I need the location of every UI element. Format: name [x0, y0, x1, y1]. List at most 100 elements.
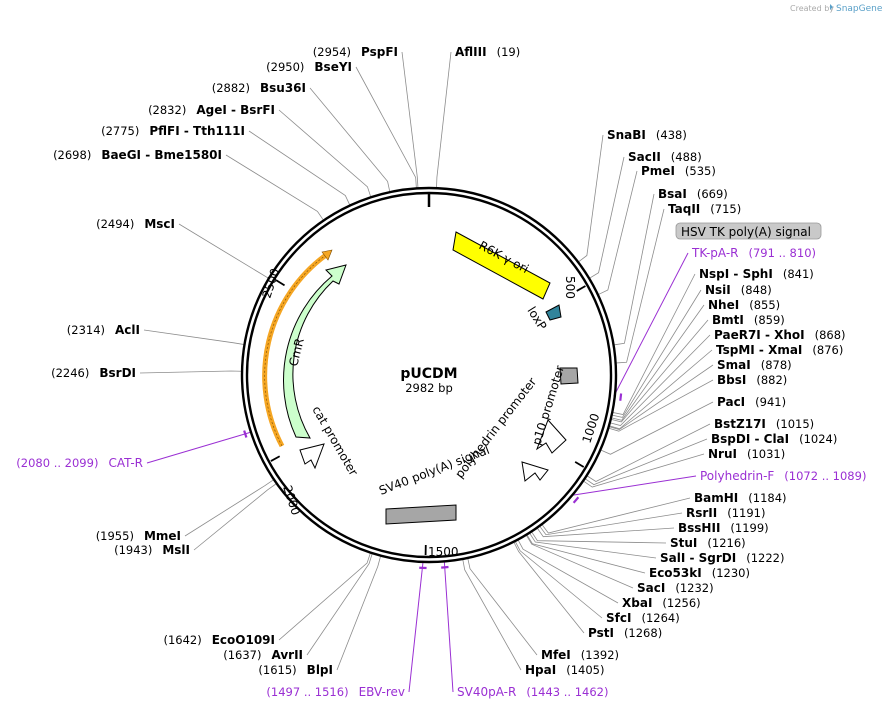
primer-label[interactable]: (1497 .. 1516)EBV-rev [266, 685, 405, 699]
site-label[interactable]: (1955)MmeI [96, 529, 181, 543]
feature-sv40-polya[interactable]: SV40 poly(A) signal [377, 443, 491, 525]
tick-label: 2500 [260, 267, 283, 300]
site-leader [309, 87, 391, 192]
site-leader [541, 497, 691, 534]
tick-mark [576, 285, 586, 292]
feature-cmr[interactable]: CmR [283, 264, 347, 439]
feature-p10-promoter[interactable]: p10 promoter [529, 364, 567, 454]
site-label[interactable]: BbsI(882) [717, 373, 787, 387]
site-label[interactable]: TspMI - XmaI(876) [716, 343, 843, 357]
site-leader [278, 553, 371, 641]
site-label[interactable]: NheI(855) [708, 298, 780, 312]
polyhedrin-promoter-arrow[interactable] [521, 461, 549, 482]
site-label[interactable]: NruI(1031) [708, 447, 785, 461]
tick-label: 1500 [428, 545, 459, 559]
feature-cat-promoter[interactable]: cat promoter [299, 404, 361, 479]
site-label[interactable]: StuI(1216) [670, 536, 746, 550]
site-label[interactable]: PmeI(535) [641, 164, 716, 178]
site-label[interactable]: MfeI(1392) [541, 648, 619, 662]
hsv-tk-polya-marker[interactable] [559, 367, 579, 385]
p10-promoter-arrow[interactable] [535, 419, 567, 454]
site-leader [529, 533, 657, 559]
site-label[interactable]: PstI(1268) [588, 626, 662, 640]
site-label[interactable]: (2775)PflFI - Tth111I [101, 124, 245, 138]
site-label[interactable]: NspI - SphI(841) [699, 267, 814, 281]
feature-loxp[interactable]: loxP [524, 304, 562, 332]
primer-label[interactable]: (2080 .. 2099)CAT-R [16, 456, 143, 470]
loxp-marker[interactable] [545, 304, 562, 321]
site-label[interactable]: SmaI(878) [717, 358, 792, 372]
primer-binding-mark [243, 430, 248, 438]
r6k-ori-arrow[interactable] [452, 231, 551, 300]
feature-r6k-ori[interactable]: R6K γ ori [452, 231, 551, 300]
tick-mark [275, 279, 286, 287]
site-label[interactable]: (2494)MscI [96, 217, 175, 231]
site-leader [193, 483, 277, 551]
watermark-brand: SnapGene [836, 4, 883, 14]
site-label[interactable]: AflIII(19) [455, 45, 520, 59]
site-label[interactable]: HpaI(1405) [525, 663, 604, 677]
site-label[interactable]: SnaBI(438) [607, 128, 687, 142]
tick-label: 2000 [280, 484, 303, 517]
primer-label[interactable]: SV40pA-R(1443 .. 1462) [457, 685, 608, 699]
primer-binding-mark [441, 565, 449, 569]
plasmid-name: pUCDM [400, 366, 457, 382]
site-label[interactable]: Eco53kI(1230) [649, 566, 750, 580]
site-label[interactable]: (1615)BlpI [258, 663, 333, 677]
site-label[interactable]: (2950)BseYI [266, 60, 352, 74]
site-label[interactable]: SacI(1232) [637, 581, 714, 595]
site-label[interactable]: BstZ17I(1015) [714, 417, 814, 431]
site-label[interactable]: RsrII(1191) [686, 506, 765, 520]
site-label[interactable]: (2698)BaeGI - Bme1580I [53, 148, 222, 162]
cat-promoter-arrow[interactable] [299, 443, 325, 470]
site-label[interactable]: (2954)PspFI [313, 45, 398, 59]
site-label[interactable]: SacII(488) [628, 150, 702, 164]
site-leader [609, 364, 714, 430]
site-label[interactable]: BsaI(669) [658, 187, 728, 201]
snapgene-logo-icon [830, 4, 833, 10]
primer-leader [443, 560, 454, 693]
primer-label[interactable]: TK-pA-R(791 .. 810) [691, 246, 816, 260]
feature-orange-orf[interactable] [262, 249, 333, 448]
site-label[interactable]: (1642)EcoO109I [163, 633, 275, 647]
primer-labels: TK-pA-R(791 .. 810) Polyhedrin-F(1072 .. … [16, 246, 866, 699]
primer-leader [146, 431, 253, 464]
site-label[interactable]: TaqII(715) [668, 202, 741, 216]
site-leader [436, 51, 452, 188]
site-leader [539, 512, 683, 536]
site-label[interactable]: BssHII(1199) [678, 521, 769, 535]
site-leader [526, 535, 634, 589]
site-leader [610, 334, 711, 426]
site-leader [609, 379, 714, 432]
site-label[interactable]: XbaI(1256) [622, 596, 701, 610]
site-label[interactable]: BspDI - ClaI(1024) [711, 432, 837, 446]
site-label[interactable]: BamHI(1184) [694, 491, 787, 505]
site-label[interactable]: PacI(941) [717, 395, 786, 409]
site-leader [143, 329, 244, 345]
site-label[interactable]: SalI - SgrDI(1222) [660, 551, 784, 565]
site-label[interactable]: (1943)MslI [114, 543, 190, 557]
primer-label[interactable]: Polyhedrin-F(1072 .. 1089) [700, 469, 866, 483]
site-leader [598, 170, 638, 295]
site-leader [614, 193, 655, 346]
site-leader [184, 479, 274, 537]
site-label[interactable]: SfcI(1264) [606, 611, 680, 625]
cmr-arrow[interactable] [283, 264, 347, 439]
hsv-tk-polya-label-box [675, 222, 822, 240]
site-leader [601, 401, 714, 455]
site-leader [306, 554, 373, 656]
site-label[interactable]: BmtI(859) [712, 313, 785, 327]
site-label[interactable]: (1637)AvrII [223, 648, 303, 662]
cmr-label: CmR [286, 337, 306, 368]
site-label[interactable]: NsiI(848) [705, 283, 772, 297]
watermark: Created by SnapGene [790, 4, 883, 14]
feature-hsv-tk-polya[interactable]: HSV TK poly(A) signal [559, 222, 822, 385]
site-label[interactable]: (2832)AgeI - BsrFI [148, 103, 275, 117]
site-label[interactable]: (2882)Bsu36I [212, 81, 306, 95]
site-label[interactable]: (2246)BsrDI [51, 366, 136, 380]
site-label[interactable]: (2314)AclI [67, 323, 140, 337]
site-leader [611, 304, 705, 421]
site-label[interactable]: PaeR7I - XhoI(868) [714, 328, 846, 342]
sv40-polya-marker[interactable] [385, 504, 457, 525]
backbone-outer-strand [240, 186, 618, 564]
